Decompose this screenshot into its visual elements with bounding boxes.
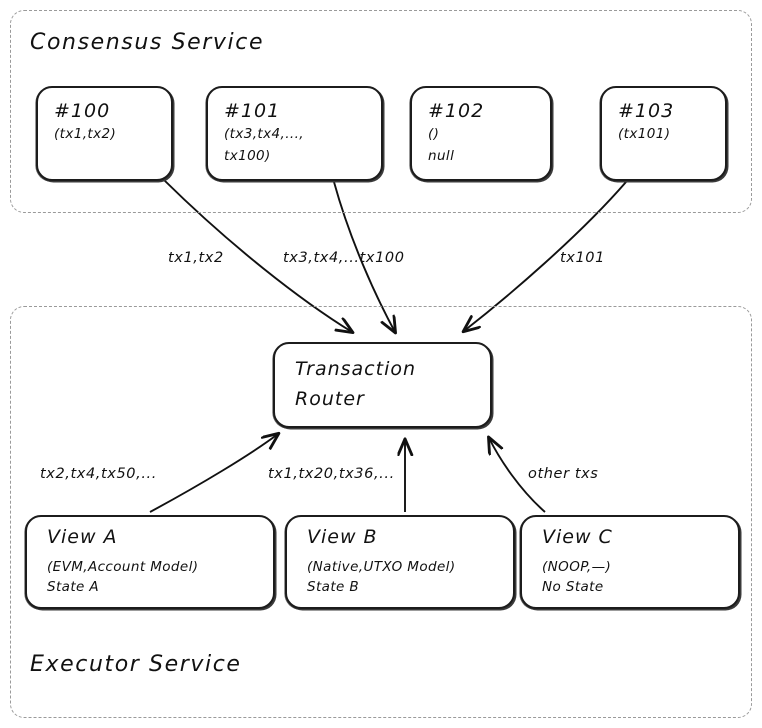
block-100-id: #100: [54, 100, 111, 122]
edge-label-from-block103: tx101: [560, 250, 605, 266]
executor-service-zone: [10, 306, 752, 718]
block-102-id: #102: [428, 100, 485, 122]
edge-label-from-block100: tx1,tx2: [168, 250, 224, 266]
consensus-service-zone: [10, 10, 752, 213]
edge-label-view-a: tx2,tx4,tx50,...: [40, 466, 157, 482]
router-label-line1: Transaction: [295, 358, 417, 380]
consensus-service-title: Consensus Service: [30, 30, 265, 55]
executor-service-title: Executor Service: [30, 652, 242, 677]
view-a-model: (EVM,Account Model): [47, 559, 199, 575]
view-b-model: (Native,UTXO Model): [307, 559, 456, 575]
view-a-state: State A: [47, 579, 100, 595]
view-c-title: View C: [542, 526, 613, 548]
block-103-id: #103: [618, 100, 675, 122]
view-b-node[interactable]: View B (Native,UTXO Model) State B: [285, 515, 515, 609]
edge-label-view-b: tx1,tx20,tx36,...: [268, 466, 395, 482]
block-102-txs: (): [428, 126, 440, 142]
view-b-title: View B: [307, 526, 378, 548]
edge-label-view-c: other txs: [528, 466, 599, 482]
consensus-block-100[interactable]: #100 (tx1,tx2): [36, 86, 173, 181]
block-102-state: null: [428, 148, 455, 164]
view-a-title: View A: [47, 526, 118, 548]
view-a-node[interactable]: View A (EVM,Account Model) State A: [25, 515, 275, 609]
block-100-txs: (tx1,tx2): [54, 126, 117, 142]
view-c-node[interactable]: View C (NOOP,—) No State: [520, 515, 740, 609]
consensus-block-101[interactable]: #101 (tx3,tx4,..., tx100): [206, 86, 383, 181]
consensus-block-103[interactable]: #103 (tx101): [600, 86, 727, 181]
transaction-router-node[interactable]: Transaction Router: [273, 342, 492, 428]
view-b-state: State B: [307, 579, 360, 595]
view-c-model: (NOOP,—): [542, 559, 612, 575]
router-label-line2: Router: [295, 388, 365, 410]
view-c-state: No State: [542, 579, 604, 595]
block-101-id: #101: [224, 100, 281, 122]
block-103-txs: (tx101): [618, 126, 671, 142]
consensus-block-102[interactable]: #102 () null: [410, 86, 552, 181]
block-101-txs-line2: tx100): [224, 148, 271, 164]
edge-label-from-block101: tx3,tx4,...tx100: [283, 250, 405, 266]
block-101-txs-line1: (tx3,tx4,...,: [224, 126, 304, 142]
